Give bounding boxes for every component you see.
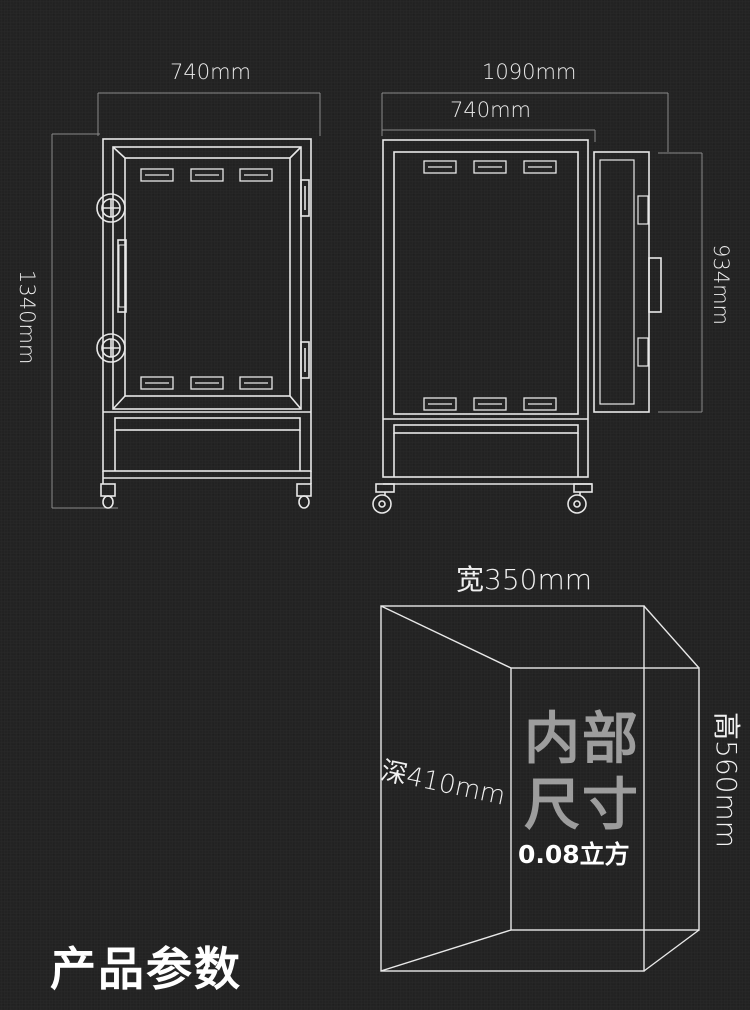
inner-size-box bbox=[380, 605, 700, 972]
side-view-cabinet bbox=[372, 92, 703, 514]
inner-size-title-line1: 内部 bbox=[524, 707, 640, 772]
side-height-dimension-line bbox=[658, 152, 703, 413]
front-glass-window bbox=[124, 157, 291, 397]
front-width-label: 740mm bbox=[170, 60, 251, 84]
side-body-frame bbox=[382, 139, 589, 478]
side-door-handle bbox=[648, 257, 662, 313]
side-caster-right bbox=[567, 483, 593, 514]
side-body-width-label: 740mm bbox=[450, 98, 531, 122]
front-width-dimension-line bbox=[97, 92, 321, 136]
front-vents-top bbox=[140, 168, 273, 182]
front-outer-frame bbox=[102, 138, 312, 472]
front-hinge-top bbox=[300, 179, 310, 217]
front-gauge-bottom bbox=[96, 333, 126, 363]
side-vents-top bbox=[423, 160, 557, 174]
front-height-dimension-line bbox=[51, 133, 118, 509]
side-body-panel bbox=[393, 151, 579, 415]
side-door-height-label: 934mm bbox=[709, 244, 733, 325]
front-door-frame bbox=[112, 146, 302, 410]
side-drawer bbox=[393, 424, 579, 434]
front-hinge-bottom bbox=[300, 341, 310, 379]
inner-width-label: 宽350mm bbox=[456, 563, 592, 596]
front-gauge-top bbox=[96, 193, 126, 223]
side-caster-left bbox=[372, 483, 395, 514]
front-view-cabinet bbox=[51, 92, 321, 509]
inner-size-title-line2: 尺寸 bbox=[524, 773, 640, 838]
front-height-label: 1340mm bbox=[15, 270, 39, 365]
side-width-dimension-lines bbox=[381, 92, 669, 152]
front-drawer bbox=[114, 417, 301, 431]
inner-height-label: 高560mm bbox=[710, 712, 743, 848]
front-door-handle bbox=[117, 239, 127, 313]
side-open-door bbox=[593, 151, 650, 413]
side-vents-bottom bbox=[423, 397, 557, 411]
front-vents-bottom bbox=[140, 376, 273, 390]
page-title: 产品参数 bbox=[50, 942, 242, 996]
side-total-width-label: 1090mm bbox=[482, 60, 577, 84]
inner-volume-label: 0.08立方 bbox=[518, 840, 630, 869]
